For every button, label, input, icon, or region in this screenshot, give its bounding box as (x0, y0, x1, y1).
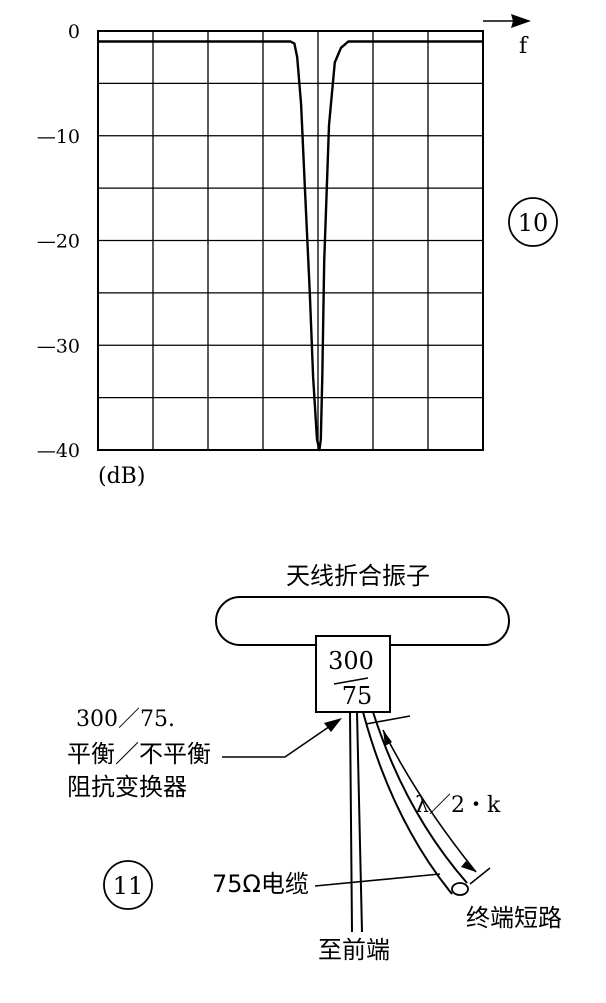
feed-cable-right (356, 711, 363, 933)
dimension-arrow-bottom (461, 861, 476, 872)
dimension-tick-top (365, 715, 411, 725)
transformer-label-line3: 阻抗变换器 (67, 773, 187, 801)
transformer-leader (222, 721, 337, 758)
cable-label: 75Ω电缆 (212, 870, 309, 898)
response-curve (98, 40, 483, 452)
figure-11-marker-circle (103, 860, 153, 910)
figure11: 天线折合振子 300 75 λ／2・k 300／75. 平衡／不平衡 阻抗变换器… (67, 562, 562, 964)
stub-cable-inner (372, 711, 468, 884)
transformer-label-line1: 300／75. (76, 707, 175, 732)
front-end-label: 至前端 (318, 936, 390, 964)
figure-10-marker-circle (508, 197, 558, 247)
transformer-leader-arrow (324, 718, 342, 732)
dimension-tick-bottom (469, 867, 491, 885)
transformer-label-line2: 平衡／不平衡 (67, 740, 211, 768)
stub-cable-outer (362, 711, 453, 895)
figure10: f 0 —10 —20 —30 —40 (dB) 10 (37, 14, 558, 489)
folded-dipole (215, 596, 510, 646)
balun-ratio-bottom: 75 (342, 682, 373, 710)
dimension-arrow-top (383, 730, 392, 746)
x-axis-arrowhead (511, 14, 531, 28)
figure-11-marker: 11 (113, 872, 144, 900)
balun-box (315, 635, 391, 713)
y-tick-labels: 0 —10 —20 —30 —40 (37, 21, 80, 462)
short-end-label: 终端短路 (466, 904, 562, 932)
y-tick-label: 0 (68, 21, 80, 43)
y-tick-label: —10 (37, 126, 80, 148)
figure-10-marker: 10 (518, 209, 549, 237)
plot-frame (97, 30, 484, 451)
stub-length-label: λ／2・k (415, 793, 501, 818)
y-tick-label: —30 (37, 335, 80, 357)
cable-leader (314, 873, 441, 887)
balun-ratio-top: 300 (328, 647, 374, 675)
chart-grid (98, 31, 483, 450)
balun-ratio-slash (333, 677, 369, 685)
y-tick-label: —40 (37, 440, 80, 462)
stub-short-end (451, 882, 469, 896)
dimension-line (382, 729, 477, 873)
y-tick-label: —20 (37, 231, 80, 253)
dipole-title: 天线折合振子 (286, 562, 430, 590)
x-axis-label: f (519, 34, 529, 59)
feed-cable-left (349, 711, 353, 933)
y-axis-unit: (dB) (98, 464, 145, 489)
